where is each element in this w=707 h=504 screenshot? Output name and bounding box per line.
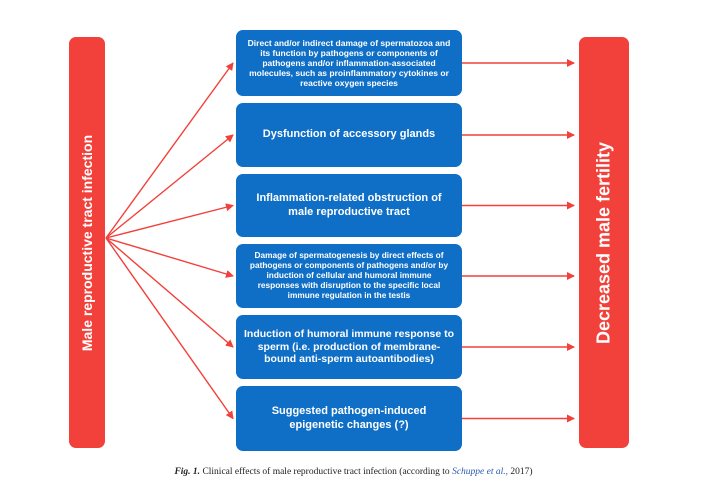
figure-caption: Fig. 1. Clinical effects of male reprodu…	[0, 467, 707, 477]
caption-reference: Schuppe et al.,	[452, 467, 508, 477]
fertility-label: Decreased male fertility	[593, 141, 614, 344]
effect-box-accessory-glands: Dysfunction of accessory glands	[236, 103, 462, 167]
arrow-to-effect-3	[105, 203, 234, 239]
arrow-to-effect-2	[105, 134, 234, 239]
effect-box-epigenetic: Suggested pathogen-induced epigenetic ch…	[236, 386, 462, 451]
caption-year: 2017)	[510, 467, 533, 477]
arrow-to-effect-5	[105, 237, 234, 348]
arrow-to-effect-6	[105, 237, 234, 420]
effect-box-spermatogenesis: Damage of spermatogenesis by direct effe…	[236, 244, 462, 308]
fertility-bar: Decreased male fertility	[579, 37, 629, 448]
arrow-to-effect-4	[105, 237, 234, 278]
effect-box-sperm-damage: Direct and/or indirect damage of spermat…	[236, 30, 462, 96]
infection-bar: Male reproductive tract infection	[69, 37, 105, 448]
effect-box-humoral-response: Induction of humoral immune response to …	[236, 315, 462, 379]
effect-box-obstruction: Inflammation-related obstruction of male…	[236, 174, 462, 237]
arrow-to-effect-1	[105, 62, 234, 239]
caption-text: Clinical effects of male reproductive tr…	[202, 467, 450, 477]
caption-fig-label: Fig. 1.	[174, 467, 201, 477]
